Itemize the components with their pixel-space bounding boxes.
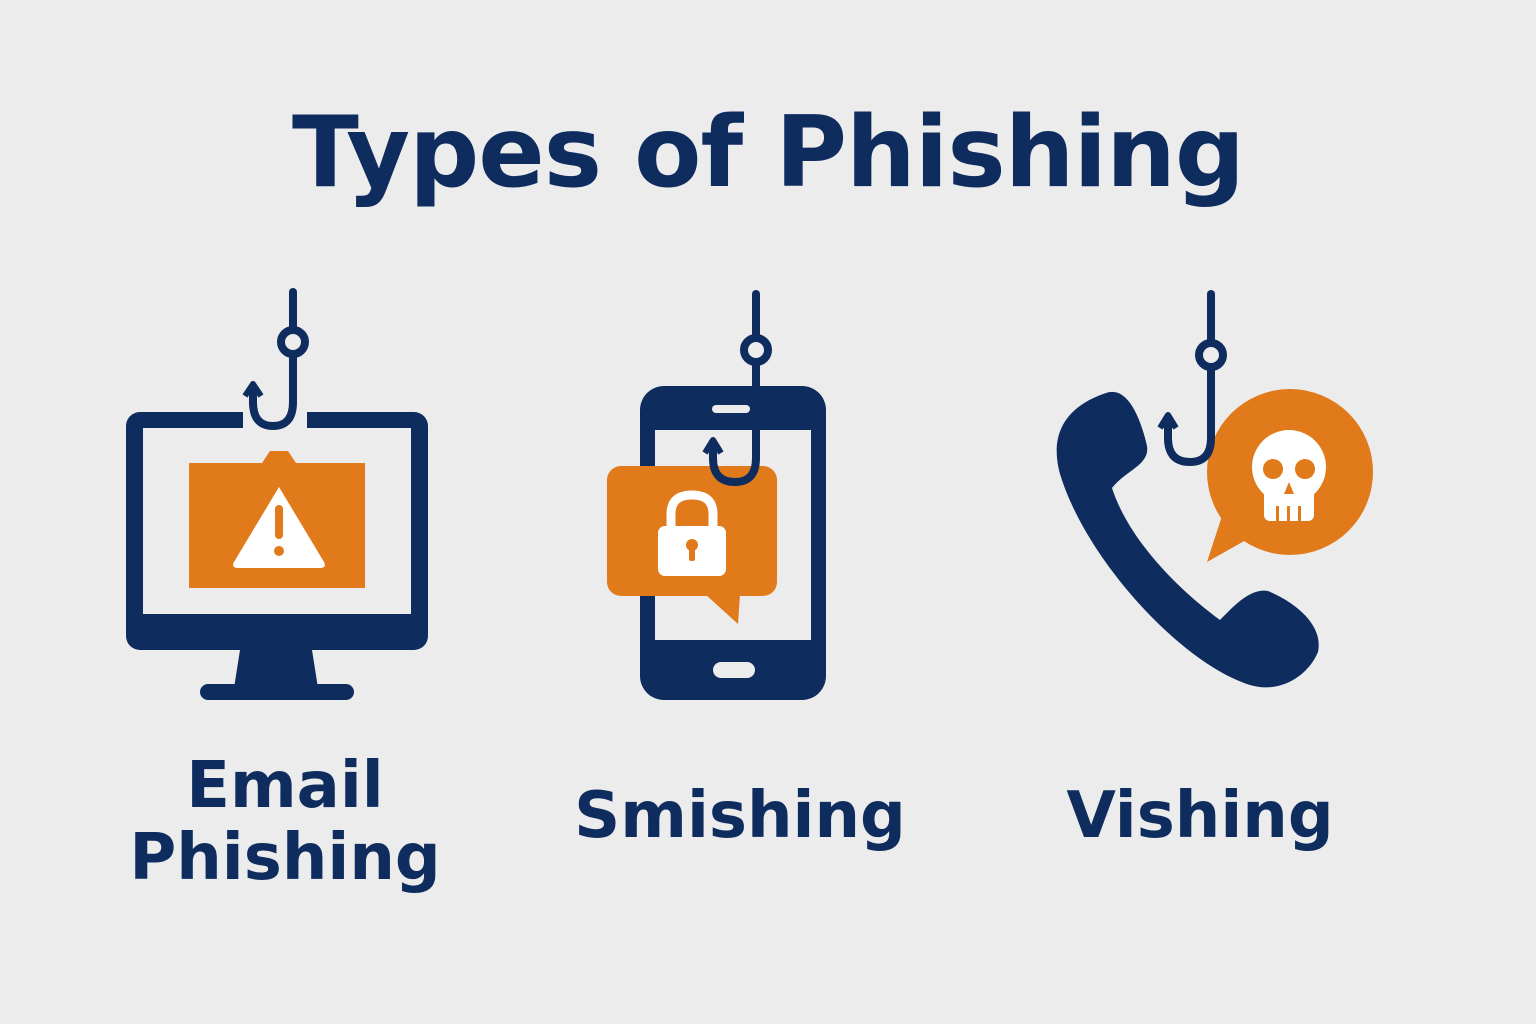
warning-icon xyxy=(189,451,365,588)
label-line: Email xyxy=(186,749,384,823)
hook-icon xyxy=(702,290,772,487)
label-line: Phishing xyxy=(129,821,441,895)
email-phishing-illustration xyxy=(126,288,428,700)
smishing-illustration xyxy=(607,290,826,700)
lock-icon xyxy=(607,466,777,624)
phone-handset-icon xyxy=(1056,391,1319,688)
vishing-illustration xyxy=(1056,290,1373,688)
skull-icon xyxy=(1207,389,1373,562)
label-vishing: Vishing xyxy=(1020,780,1380,852)
hook-icon xyxy=(242,288,309,431)
page-title: Types of Phishing xyxy=(291,96,1245,210)
hook-icon xyxy=(1157,290,1227,467)
label-line: Smishing xyxy=(574,779,906,853)
label-smishing: Smishing xyxy=(550,780,930,852)
label-email-phishing: Email Phishing xyxy=(100,750,470,894)
label-line: Vishing xyxy=(1066,779,1334,853)
